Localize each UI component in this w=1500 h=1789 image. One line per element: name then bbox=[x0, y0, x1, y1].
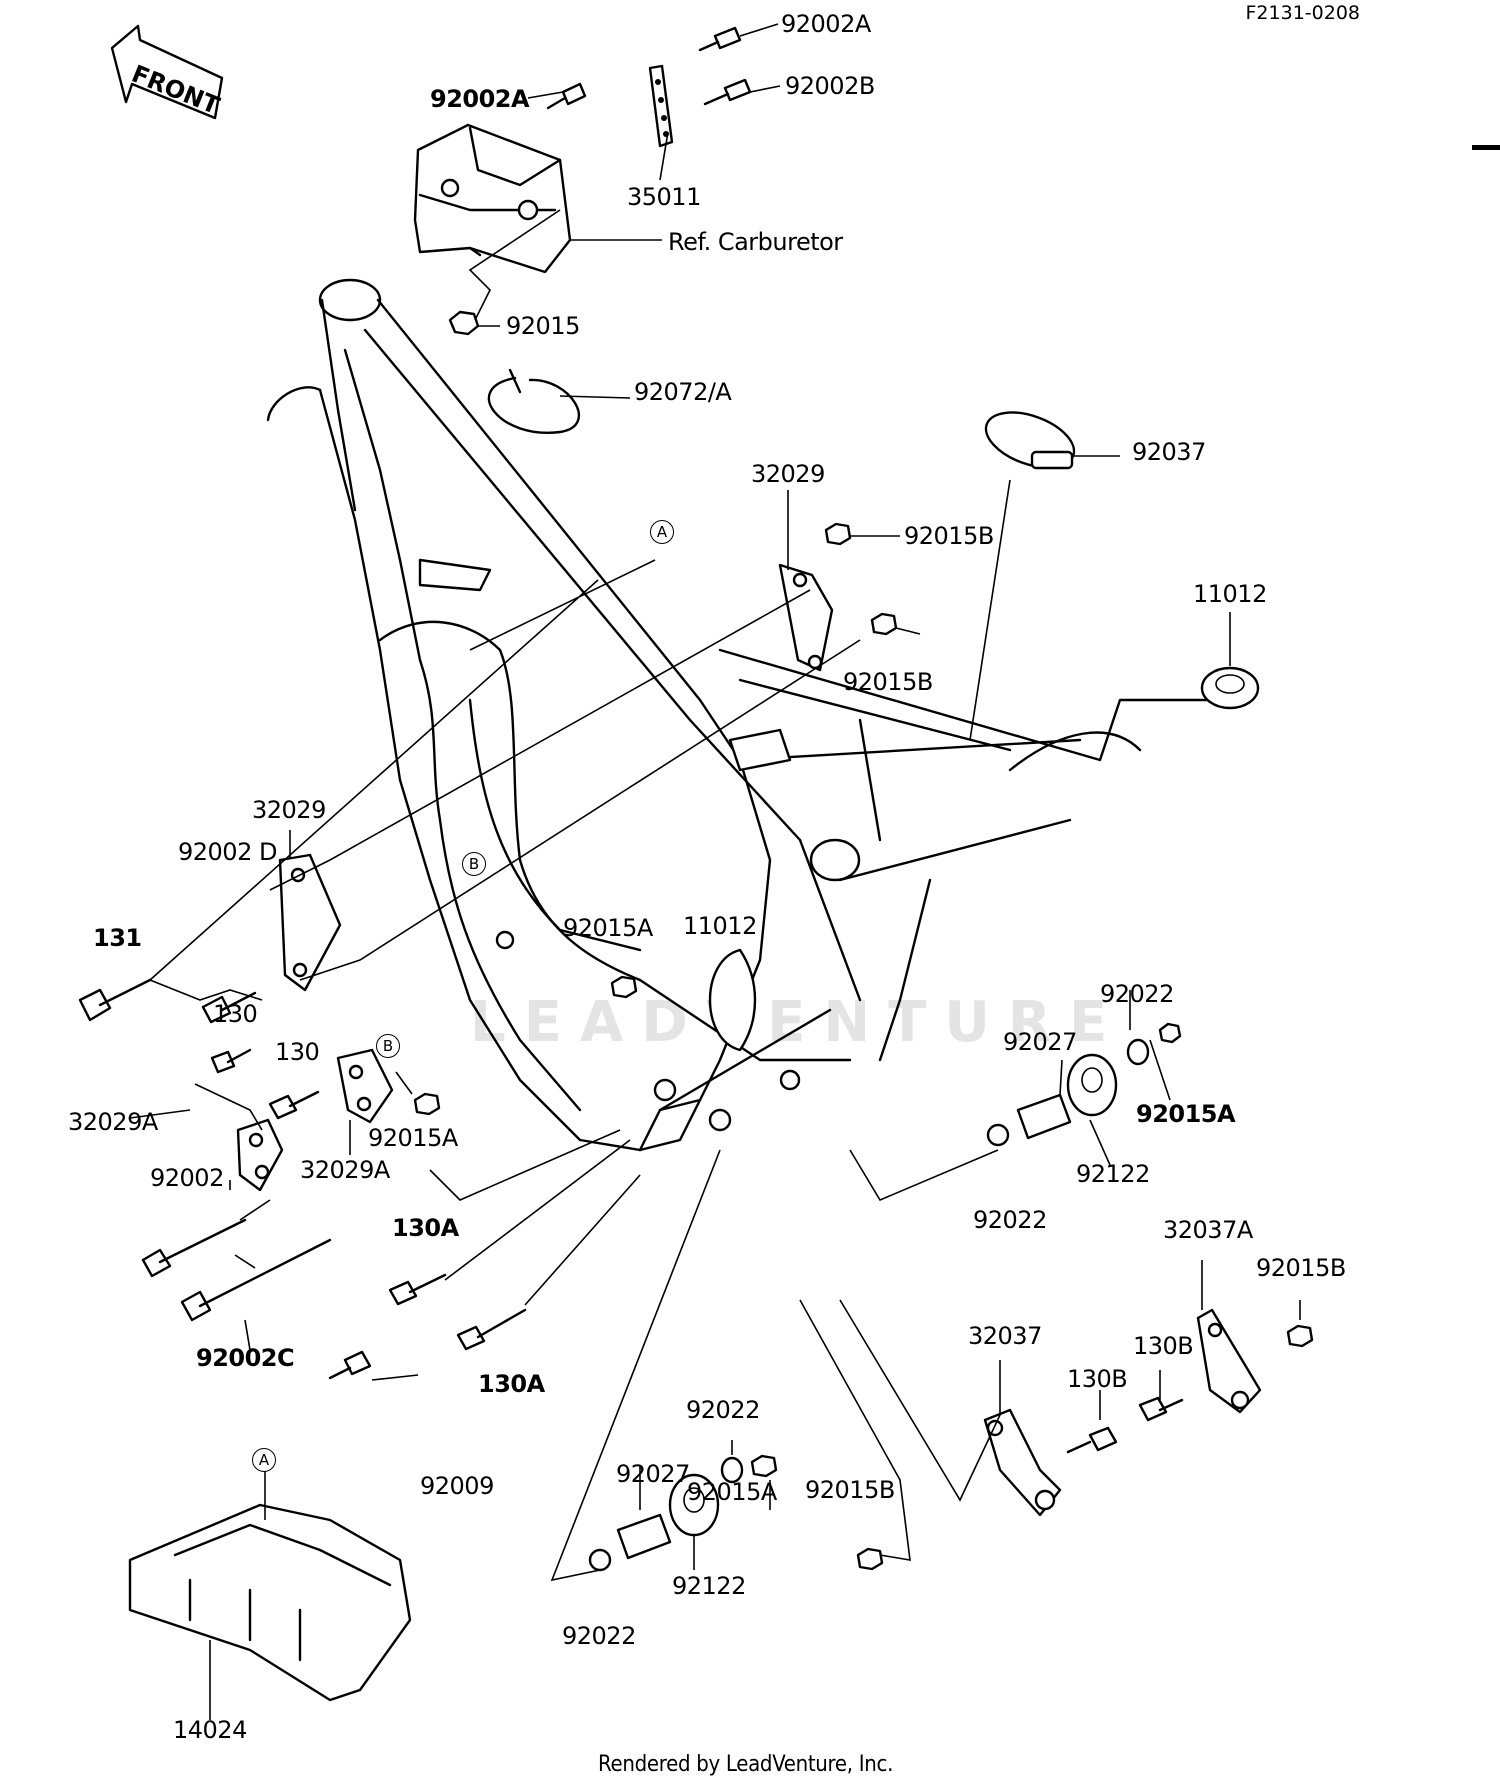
part-label: 92002 D bbox=[178, 838, 277, 866]
part-label: 131 bbox=[93, 924, 142, 952]
leader-lines bbox=[129, 23, 1301, 1720]
part-label: 32037 bbox=[968, 1322, 1042, 1350]
hose-clamp-part bbox=[984, 411, 1076, 470]
part-label: 92002C bbox=[196, 1344, 295, 1372]
bolt-icon bbox=[546, 26, 752, 110]
part-label: 32029A bbox=[68, 1108, 158, 1136]
part-label: 92022 bbox=[562, 1622, 636, 1650]
motorcycle-frame bbox=[266, 278, 1232, 1152]
ref-mark-a: A bbox=[650, 520, 674, 544]
part-label: 92022 bbox=[686, 1396, 760, 1424]
nut-icon bbox=[448, 310, 480, 336]
part-label: 35011 bbox=[627, 183, 701, 211]
part-label: 92015B bbox=[843, 668, 933, 696]
part-label: 92002A bbox=[781, 10, 871, 38]
engine-bracket bbox=[983, 1308, 1262, 1517]
airbox-part bbox=[413, 123, 572, 274]
part-label: 92027 bbox=[1003, 1028, 1077, 1056]
part-label: 130B bbox=[1067, 1365, 1128, 1393]
part-label: 92122 bbox=[672, 1572, 746, 1600]
part-label: 92037 bbox=[1132, 438, 1206, 466]
part-label: 32029A bbox=[300, 1156, 390, 1184]
diagram-code: F2131-0208 bbox=[1245, 2, 1361, 24]
part-label: 32029 bbox=[751, 460, 825, 488]
front-arrow-icon: FRONT bbox=[110, 24, 224, 120]
bolt-icon bbox=[78, 978, 527, 1351]
part-label: 92015A bbox=[1136, 1100, 1236, 1128]
part-label: 92009 bbox=[420, 1472, 494, 1500]
part-label: 130 bbox=[275, 1038, 320, 1066]
part-label: 92015A bbox=[368, 1124, 458, 1152]
bracket-plate bbox=[648, 64, 674, 148]
part-label: 14024 bbox=[173, 1716, 247, 1744]
part-label: 130A bbox=[478, 1370, 545, 1398]
part-label: 92015A bbox=[687, 1478, 777, 1506]
part-label: 130A bbox=[392, 1214, 459, 1242]
part-label: 92015B bbox=[805, 1476, 895, 1504]
ref-mark-a: A bbox=[252, 1448, 276, 1472]
part-label: 92015A bbox=[563, 914, 653, 942]
part-label: 11012 bbox=[683, 912, 757, 940]
part-label: Ref. Carburetor bbox=[668, 228, 843, 256]
grommet-part bbox=[708, 948, 757, 1052]
part-label: 92015B bbox=[1256, 1254, 1346, 1282]
part-label: 92022 bbox=[973, 1206, 1047, 1234]
part-label: 11012 bbox=[1193, 580, 1267, 608]
part-label: 92015 bbox=[506, 312, 580, 340]
part-label: 92002A bbox=[430, 85, 530, 113]
part-label: 92027 bbox=[616, 1460, 690, 1488]
part-label: 92002B bbox=[785, 72, 875, 100]
part-label: 92122 bbox=[1076, 1160, 1150, 1188]
ref-mark-b: B bbox=[462, 852, 486, 876]
part-label: 92072/A bbox=[634, 378, 732, 406]
engine-bracket bbox=[778, 563, 834, 672]
part-label: 92015B bbox=[904, 522, 994, 550]
footer-credit: Rendered by LeadVenture, Inc. bbox=[598, 1752, 894, 1777]
part-label: 130B bbox=[1133, 1332, 1194, 1360]
skid-plate-part bbox=[128, 1350, 412, 1702]
nut-icon bbox=[413, 522, 1314, 1571]
part-label: 32029 bbox=[252, 796, 326, 824]
part-label: 92022 bbox=[1100, 980, 1174, 1008]
engine-bracket bbox=[236, 853, 394, 1192]
ref-mark-b: B bbox=[376, 1034, 400, 1058]
part-label: 130 bbox=[213, 1000, 258, 1028]
part-label: 32037A bbox=[1163, 1216, 1253, 1244]
watermark: LEADVENTURE bbox=[470, 990, 1126, 1055]
bushing-part bbox=[588, 1038, 1150, 1572]
grommet-part bbox=[1200, 666, 1260, 710]
margin-mark bbox=[1472, 145, 1500, 150]
part-label: 92002 bbox=[150, 1164, 224, 1192]
clamp-part bbox=[487, 368, 581, 435]
